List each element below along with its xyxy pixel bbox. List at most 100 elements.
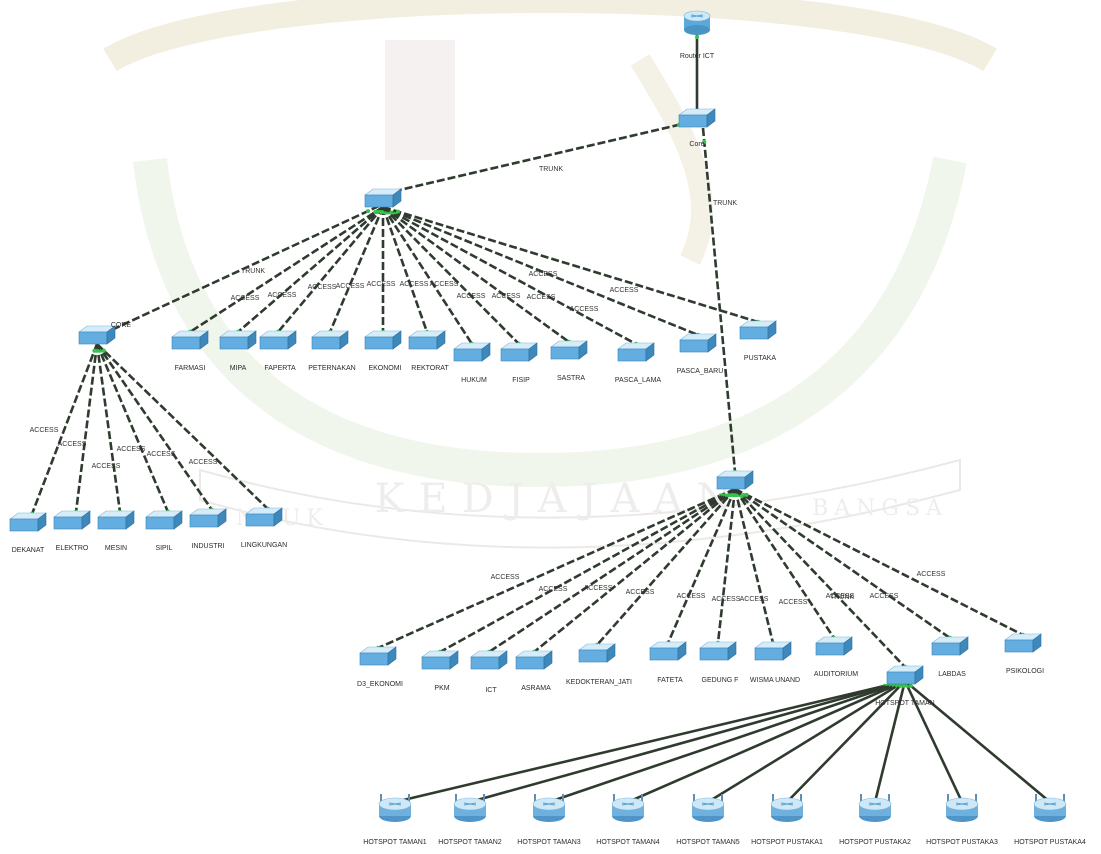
link-dist-a-pasca-lama[interactable] bbox=[382, 205, 637, 346]
switch-faperta[interactable] bbox=[259, 330, 297, 350]
link-dist-a-dist-b[interactable] bbox=[104, 204, 380, 335]
switch-auditorium[interactable] bbox=[815, 636, 853, 656]
dist-switch-b[interactable] bbox=[78, 325, 116, 345]
link-label-trunk-c-hot: TRUNK bbox=[830, 594, 854, 601]
link-hot-hotspot-pustaka1[interactable] bbox=[786, 680, 906, 803]
switch-asrama[interactable] bbox=[515, 650, 553, 670]
access-point-hotspot-pustaka3[interactable] bbox=[945, 793, 979, 823]
access-point-hotspot-taman5[interactable] bbox=[691, 793, 725, 823]
switch-elektro[interactable] bbox=[53, 510, 91, 530]
link-label-access-a-12: ACCESS bbox=[610, 287, 639, 294]
link-dist-c-hotspot[interactable] bbox=[734, 488, 906, 668]
hotspot-switch[interactable] bbox=[886, 665, 924, 685]
label-ekonomi: EKONOMI bbox=[368, 365, 401, 372]
link-label-access-c-4: ACCESS bbox=[677, 593, 706, 600]
switch-psikologi[interactable] bbox=[1004, 633, 1042, 653]
link-hot-hotspot-taman1[interactable] bbox=[394, 679, 906, 804]
link-dist-a-fisip[interactable] bbox=[382, 206, 520, 345]
label-faperta: FAPERTA bbox=[264, 365, 296, 372]
link-dist-c-pkm[interactable] bbox=[439, 487, 736, 654]
link-label-access-c-5: ACCESS bbox=[712, 596, 741, 603]
link-core-dist-c[interactable] bbox=[701, 127, 737, 473]
link-dist-c-auditorium[interactable] bbox=[733, 488, 836, 639]
link-dist-a-mipa[interactable] bbox=[237, 206, 384, 333]
link-dist-a-sastra[interactable] bbox=[382, 205, 570, 344]
link-dist-b-dekanat[interactable] bbox=[30, 343, 99, 515]
link-dist-c-ict[interactable] bbox=[488, 487, 736, 654]
link-hot-hotspot-pustaka3[interactable] bbox=[903, 680, 964, 803]
link-dist-a-peternakan[interactable] bbox=[328, 206, 385, 333]
link-label-access-a-7: ACCESS bbox=[457, 293, 486, 300]
link-dist-a-pasca-baru[interactable] bbox=[382, 205, 699, 337]
switch-industri[interactable] bbox=[189, 508, 227, 528]
switch-lingkungan[interactable] bbox=[245, 507, 283, 527]
label-sastra: SASTRA bbox=[557, 375, 585, 382]
link-label-access-a-0: ACCESS bbox=[231, 295, 260, 302]
link-dist-c-d3-ekonomi[interactable] bbox=[377, 487, 736, 650]
switch-mipa[interactable] bbox=[219, 330, 257, 350]
switch-hukum[interactable] bbox=[453, 342, 491, 362]
link-hot-hotspot-taman5[interactable] bbox=[707, 679, 906, 804]
link-dist-b-elektro[interactable] bbox=[74, 343, 99, 513]
switch-ekonomi[interactable] bbox=[364, 330, 402, 350]
access-point-hotspot-pustaka1[interactable] bbox=[770, 793, 804, 823]
link-dist-b-lingkungan[interactable] bbox=[96, 343, 269, 510]
link-dist-c-asrama[interactable] bbox=[533, 487, 736, 654]
switch-d3-ekonomi[interactable] bbox=[359, 646, 397, 666]
link-hot-hotspot-taman4[interactable] bbox=[627, 679, 906, 804]
link-dist-c-gedung-f[interactable] bbox=[716, 488, 737, 644]
link-hot-hotspot-taman3[interactable] bbox=[548, 679, 906, 804]
switch-peternakan[interactable] bbox=[311, 330, 349, 350]
link-dist-b-industri[interactable] bbox=[95, 343, 214, 511]
switch-gedung-f[interactable] bbox=[699, 641, 737, 661]
switch-wisma-unand[interactable] bbox=[754, 641, 792, 661]
router-node[interactable] bbox=[683, 10, 711, 35]
switch-ict[interactable] bbox=[470, 650, 508, 670]
core-switch[interactable] bbox=[678, 108, 716, 128]
switch-sastra[interactable] bbox=[550, 340, 588, 360]
link-label-access-a-4: ACCESS bbox=[367, 281, 396, 288]
access-point-hotspot-pustaka2[interactable] bbox=[858, 793, 892, 823]
link-label-access-c-2: ACCESS bbox=[584, 585, 613, 592]
switch-pkm[interactable] bbox=[421, 650, 459, 670]
link-dist-c-kedokteran-jati[interactable] bbox=[596, 488, 736, 646]
label-peternakan: PETERNAKAN bbox=[308, 365, 355, 372]
link-dist-c-psikologi[interactable] bbox=[734, 487, 1024, 637]
switch-farmasi[interactable] bbox=[171, 330, 209, 350]
link-dist-b-sipil[interactable] bbox=[95, 343, 170, 513]
dist-switch-a[interactable] bbox=[364, 188, 402, 208]
switch-mesin[interactable] bbox=[97, 510, 135, 530]
link-core-dist-a[interactable] bbox=[390, 120, 692, 194]
label-sipil: SIPIL bbox=[155, 545, 172, 552]
link-dist-a-faperta[interactable] bbox=[277, 206, 384, 333]
dist-switch-c[interactable] bbox=[716, 470, 754, 490]
switch-labdas[interactable] bbox=[931, 636, 969, 656]
switch-fateta[interactable] bbox=[649, 641, 687, 661]
label-hotspot-pustaka1: HOTSPOT PUSTAKA1 bbox=[751, 839, 823, 846]
switch-pustaka[interactable] bbox=[739, 320, 777, 340]
switch-sipil[interactable] bbox=[145, 510, 183, 530]
link-dist-a-farmasi[interactable] bbox=[189, 205, 384, 334]
link-dist-b-mesin[interactable] bbox=[95, 343, 122, 513]
label-lingkungan: LINGKUNGAN bbox=[241, 542, 287, 549]
switch-kedokteran-jati[interactable] bbox=[578, 643, 616, 663]
switch-pasca-lama[interactable] bbox=[617, 342, 655, 362]
access-point-hotspot-pustaka4[interactable] bbox=[1033, 793, 1067, 823]
link-dist-a-pustaka[interactable] bbox=[382, 205, 759, 324]
link-hot-hotspot-pustaka2[interactable] bbox=[873, 680, 907, 803]
link-dist-a-rektorat[interactable] bbox=[381, 206, 429, 333]
link-dist-a-hukum[interactable] bbox=[381, 206, 474, 345]
switch-rektorat[interactable] bbox=[408, 330, 446, 350]
link-label-access-c-1: ACCESS bbox=[539, 586, 568, 593]
switch-pasca-baru[interactable] bbox=[679, 333, 717, 353]
link-hot-hotspot-pustaka4[interactable] bbox=[904, 680, 1051, 803]
switch-fisip[interactable] bbox=[500, 342, 538, 362]
link-dist-c-fateta[interactable] bbox=[666, 488, 737, 644]
switch-dekanat[interactable] bbox=[9, 512, 47, 532]
hotspot-switch-label: HOTSPOT TAMAN bbox=[875, 700, 935, 707]
link-hot-hotspot-taman2[interactable] bbox=[469, 679, 906, 804]
watermark-text: KEDJAJAAN bbox=[375, 476, 746, 522]
link-dist-c-wisma-unand[interactable] bbox=[733, 488, 775, 644]
link-label-access-b-0: ACCESS bbox=[30, 427, 59, 434]
